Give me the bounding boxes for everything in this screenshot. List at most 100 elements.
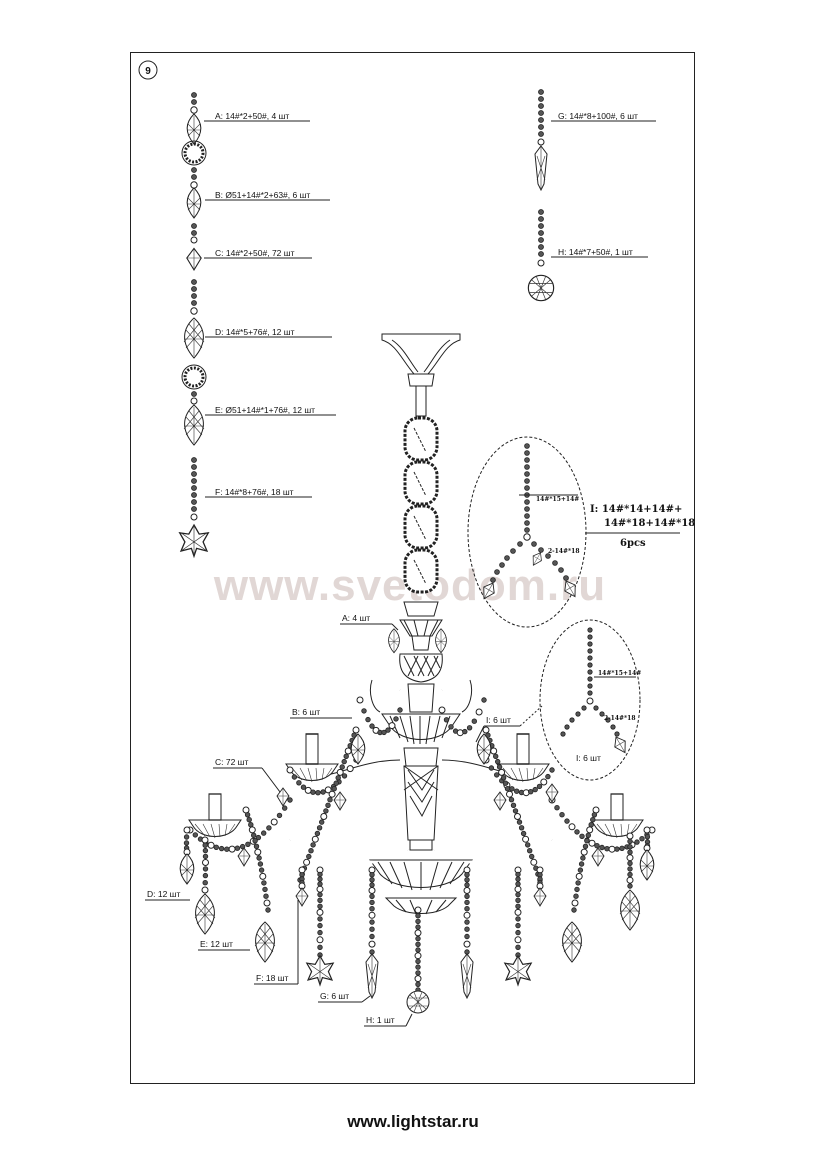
bead [310, 789, 316, 795]
bead [369, 933, 375, 940]
bead [314, 830, 321, 837]
part-c-icon [186, 223, 202, 271]
bead [356, 696, 364, 704]
bead [464, 899, 470, 906]
bead [515, 881, 521, 887]
detail-i-small: 14#*15+14# 2-14#*18 I: 6 шт [528, 550, 641, 781]
bead [571, 899, 579, 907]
bead [494, 772, 500, 778]
callout-g: G: 6 шт [320, 991, 349, 1001]
bead [515, 871, 521, 878]
part-f-icon [179, 457, 209, 557]
bead [336, 768, 344, 776]
bead [504, 786, 511, 792]
bead [415, 918, 421, 925]
bead [626, 832, 634, 840]
bead [466, 725, 473, 731]
bead [317, 944, 323, 950]
bead [520, 830, 527, 837]
bead [317, 903, 323, 909]
bead [343, 753, 349, 759]
bead [224, 846, 230, 852]
bead [256, 855, 262, 861]
bead [515, 903, 521, 909]
footer-url[interactable]: www.lightstar.ru [347, 1112, 479, 1131]
bead [464, 882, 470, 888]
bead [627, 860, 633, 866]
part-d-icon [183, 279, 205, 359]
bead [352, 726, 360, 734]
bead [500, 775, 507, 781]
bead [303, 858, 311, 866]
canopy [381, 333, 461, 387]
bead [341, 758, 347, 765]
bead [339, 764, 345, 770]
bead [515, 922, 521, 929]
drawing-frame [130, 52, 695, 1084]
bead [202, 866, 209, 872]
bead [579, 833, 585, 839]
bead [514, 885, 522, 893]
bead [317, 916, 323, 922]
bead [568, 823, 576, 831]
bead [317, 891, 323, 898]
bead [300, 784, 307, 790]
bead [554, 805, 560, 811]
bead [506, 790, 513, 798]
bead [585, 832, 591, 838]
bead [536, 866, 544, 874]
part-a-label: A: 14#*2+50#, 4 шт [215, 111, 289, 121]
bead [509, 786, 515, 792]
bead [564, 818, 570, 824]
detail-i-garland [478, 443, 581, 603]
bead [325, 802, 331, 808]
bead [276, 812, 283, 819]
bead [588, 839, 596, 847]
callout-a: A: 4 шт [342, 613, 370, 623]
bead [316, 936, 324, 944]
part-e-icon [180, 363, 208, 446]
bead [619, 845, 625, 851]
bead [328, 790, 336, 798]
bead [510, 802, 517, 808]
detail-i2-small-top: 14#*15+14# [598, 670, 641, 677]
bead [246, 817, 252, 823]
bead [463, 911, 471, 919]
bead [248, 826, 256, 834]
callout-c: C: 72 шт [215, 757, 248, 767]
bead [464, 933, 470, 940]
bead [266, 825, 272, 831]
page-number: 9 [145, 66, 151, 77]
bead [368, 887, 376, 894]
detail-i2-garland [528, 550, 631, 757]
bead [575, 872, 583, 880]
bead [529, 853, 535, 860]
bead [471, 718, 477, 724]
bead [183, 834, 190, 840]
bead [415, 913, 421, 919]
bead [516, 819, 523, 825]
bead [627, 866, 633, 872]
bead [490, 747, 498, 755]
bead [324, 786, 332, 794]
bead [369, 893, 375, 899]
bead [369, 899, 375, 906]
bead [522, 835, 530, 843]
bead [518, 825, 525, 831]
bead [183, 840, 190, 846]
bead [532, 786, 538, 793]
bead [298, 866, 306, 874]
bead [592, 806, 600, 814]
bead [493, 753, 499, 759]
bead [369, 919, 375, 925]
bead [614, 846, 620, 852]
bead [317, 929, 323, 936]
bead [346, 765, 354, 773]
bead [415, 935, 421, 942]
bead [540, 778, 548, 786]
bead [311, 835, 319, 843]
bead [577, 867, 584, 873]
bead [464, 893, 470, 899]
bead [265, 907, 271, 913]
bead [192, 832, 198, 838]
